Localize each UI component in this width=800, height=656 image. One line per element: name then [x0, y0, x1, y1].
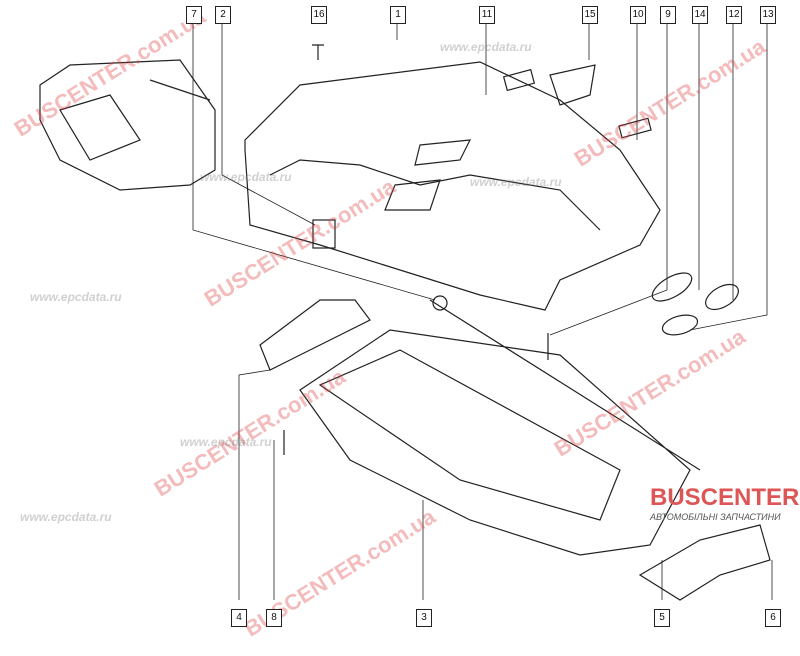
van-illustration — [39, 59, 216, 191]
callout-3: 3 — [416, 609, 432, 627]
logo-name: BUSCENTER — [650, 484, 800, 511]
callout-2: 2 — [215, 6, 231, 24]
foam-block — [312, 219, 336, 249]
callout-10: 10 — [630, 6, 646, 24]
watermark: www.epcdata.ru — [20, 510, 112, 524]
callout-4: 4 — [231, 609, 247, 627]
callout-5: 5 — [654, 609, 670, 627]
watermark: www.epcdata.ru — [200, 170, 292, 184]
buscenter-logo: BUSCENTER АВТОМОБІЛЬНІ ЗАПЧАСТИНИ — [650, 484, 799, 522]
callout-9: 9 — [660, 6, 676, 24]
callout-14: 14 — [692, 6, 708, 24]
watermark: www.epcdata.ru — [440, 40, 532, 54]
watermark: www.epcdata.ru — [470, 175, 562, 189]
callout-16: 16 — [311, 6, 327, 24]
callout-12: 12 — [726, 6, 742, 24]
headliner-panel — [244, 61, 661, 311]
callout-13: 13 — [760, 6, 776, 24]
callout-7: 7 — [186, 6, 202, 24]
callout-8: 8 — [266, 609, 282, 627]
parcel-shelf — [299, 299, 701, 556]
watermark: www.epcdata.ru — [180, 435, 272, 449]
callout-1: 1 — [390, 6, 406, 24]
callout-11: 11 — [479, 6, 495, 24]
logo-tagline: АВТОМОБІЛЬНІ ЗАПЧАСТИНИ — [650, 512, 781, 522]
watermark: www.epcdata.ru — [30, 290, 122, 304]
side-trim-left — [259, 299, 371, 371]
side-trim-right — [638, 524, 771, 601]
callout-15: 15 — [582, 6, 598, 24]
callout-6: 6 — [765, 609, 781, 627]
